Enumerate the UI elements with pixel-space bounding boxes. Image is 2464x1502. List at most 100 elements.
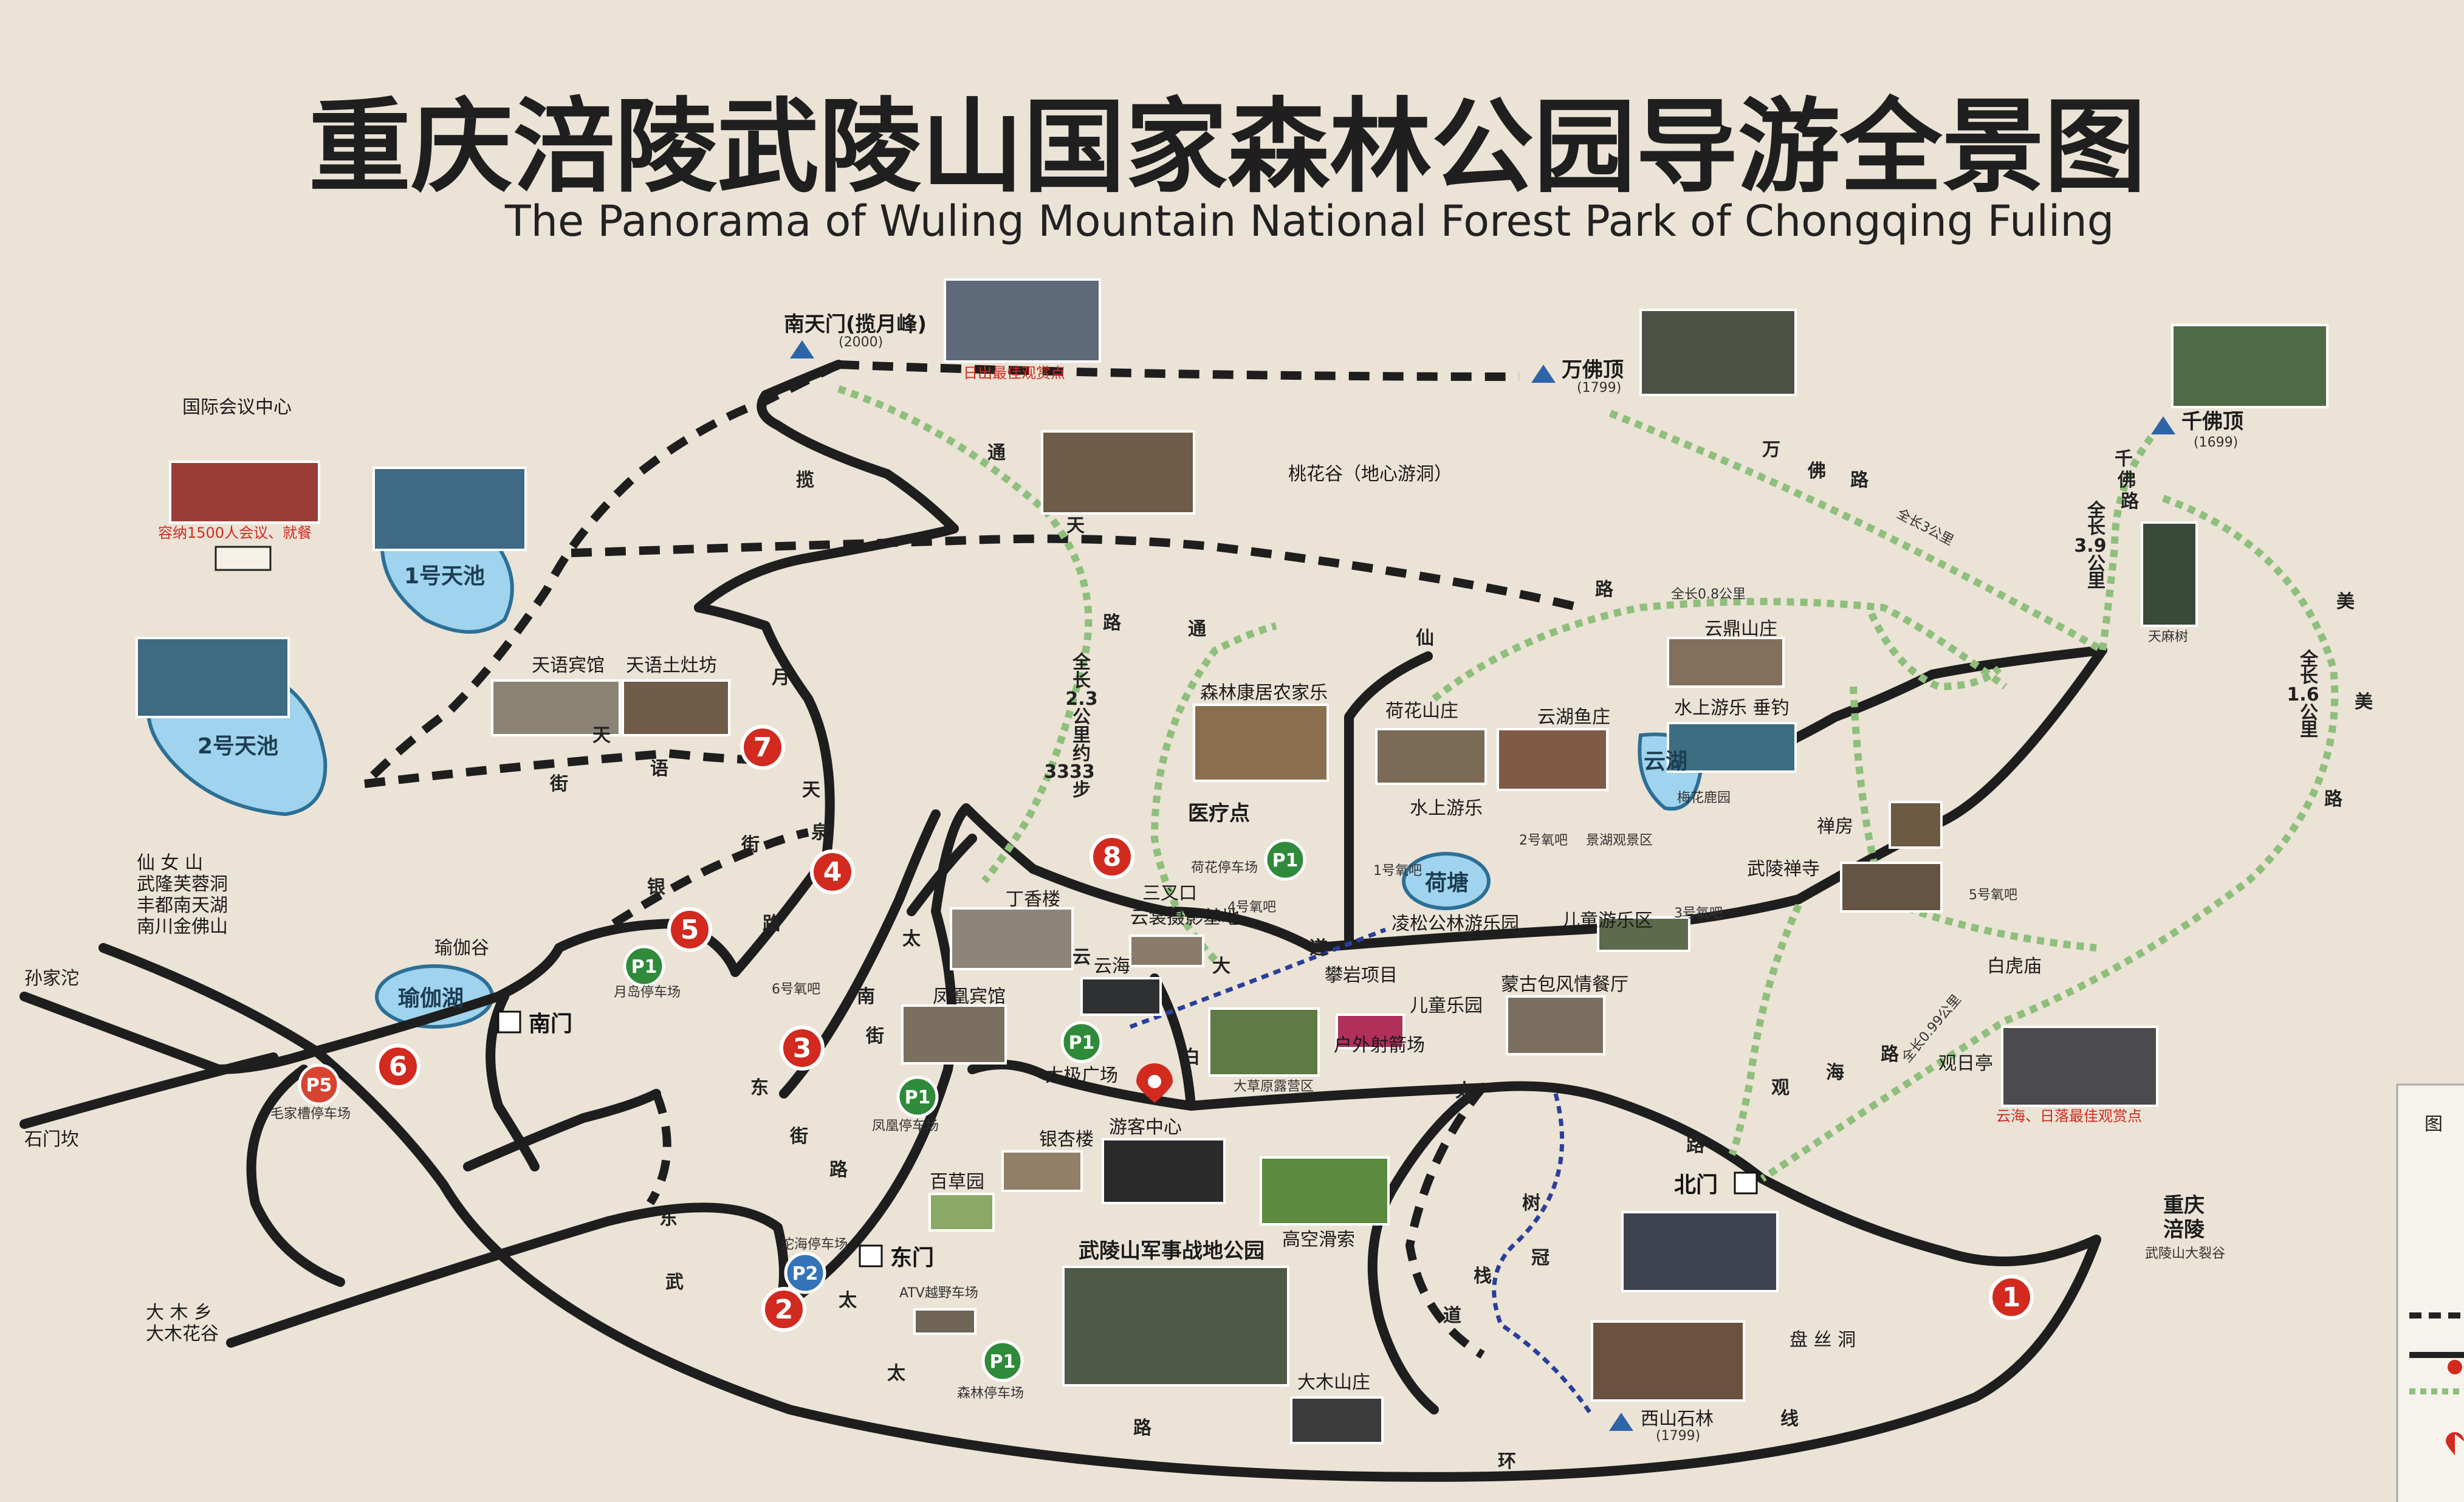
road-label-char: 海 [1826,1062,1844,1083]
map-subtitle: The Panorama of Wuling Mountain National… [504,196,2114,246]
label-panyan: 攀岩项目 [1325,965,1398,986]
photo-damu-shanzhuang [1290,1396,1384,1444]
label-oxygen-6: 6号氧吧 [772,982,820,997]
road-labels: 揽月天泉街通天路全长2.3公里约3333步通仙路万佛路千佛路全长3.9公里美美路… [549,439,2373,1472]
parking-icon-label: P1 [631,956,657,978]
photo-yunhai [1080,977,1162,1016]
label-guanri: 观日亭 [1938,1053,1993,1074]
road-label-char: 街 [549,773,568,795]
trail-yunding [1868,612,2002,691]
photo-meihua [1597,916,1690,952]
route-number-label: 7 [753,732,772,763]
parking-icon [1264,838,1306,881]
road-label-char: 路 [1686,1135,1705,1156]
road-label-char: 道 [1443,1305,1461,1326]
road-label-char: 树 [1522,1193,1540,1214]
road-label-char: 东 [750,1077,769,1099]
label-p-tuohai: 沱海停车场 [781,1237,848,1252]
road-label-char: 白 [1182,1047,1200,1068]
road-label-char: 佛 [1807,461,1826,482]
gate-south: 南门 [529,1012,572,1037]
route-number-label: 3 [793,1033,812,1064]
road-label-char: 路 [829,1159,848,1181]
dashed-road-yin [611,828,809,927]
parking-icon [623,945,665,987]
road-label-char: 步 [1072,780,1091,801]
route-number-marker [810,849,855,894]
road-south-gate [486,992,540,1171]
road-label-char: 泉 [811,822,829,843]
road-label-char: 通 [987,442,1006,464]
label-xishan: 西山石林 [1641,1408,1714,1430]
photo-qianfoding [2171,324,2328,408]
route-number-marker [761,1287,806,1332]
label-conference: 国际会议中心 [182,397,292,418]
photo-north-gate [1621,1211,1779,1292]
road-label-char: 全 [1072,652,1091,673]
road-label-char: 里 [2087,571,2105,592]
trail-wanfo [1608,410,2104,654]
parking-icon [981,1340,1024,1382]
label-senlin-resort: 森林康居农家乐 [1200,682,1328,704]
label-fenghuang-hotel: 凤凰宾馆 [933,986,1006,1007]
road-nantianmen [694,360,959,612]
photo-tianma [2141,521,2198,627]
parking-icon [1060,1021,1103,1063]
conference-logo [214,546,272,571]
photo-tongtian-path [1041,430,1195,515]
label-ertong-youle: 儿童游乐区 [1562,910,1653,931]
mountain-icon-wanfoding [1531,365,1556,383]
route-number-label: 8 [1103,842,1122,873]
label-mengu: 蒙古包风情餐厅 [1501,974,1628,995]
label-sanchakou: 三叉口 [1142,883,1197,904]
label-shuishang-chuidiao: 水上游乐 垂钓 [1674,698,1790,719]
road-label-char: 线 [1780,1408,1799,1430]
photo-tianchi-1 [372,467,527,551]
road-label-char: 太 [902,928,921,950]
label-p-senlin: 森林停车场 [957,1386,1024,1401]
road-label-char: 语 [650,758,668,780]
label-damuhuagu: 大木花谷 [146,1323,219,1345]
label-visitor-center: 游客中心 [1109,1117,1182,1138]
photo-tianchi-2 [136,637,290,718]
photo-yinxing [1001,1150,1083,1192]
route-number-label: 6 [389,1051,408,1082]
label-lingsong: 凌松公林游乐园 [1392,913,1519,934]
label-nantianmen-note: 日出最佳观赏点 [963,365,1065,382]
road-label-char: 2.3 [1065,688,1097,710]
trail-qianfo [2099,435,2154,651]
label-jinghu: 景湖观景区 [1586,833,1653,848]
photo-hehua-shanzhuang [1375,728,1487,785]
road-label-char: 天 [592,725,611,746]
label-chanfang: 禅房 [1817,816,1853,837]
road-damu [226,1202,789,1348]
label-qianfoding: 千佛顶 [2181,410,2243,434]
road-label-char: 东 [659,1208,678,1229]
photo-yunhu-yuzhuang [1497,728,1608,791]
road-label-char: 太 [1455,1080,1474,1102]
path-shuguan-blue [1492,1093,1594,1417]
photo-wanfoding [1639,309,1797,396]
road-label-char: 万 [1762,439,1780,461]
photo-yunshang [1129,934,1204,967]
route-number-marker [1989,1275,2034,1320]
trail-tongxian [1432,598,2008,702]
parking-icon-label: P1 [905,1087,931,1108]
label-atv: ATV越野车场 [899,1286,978,1301]
label-tianchi-1: 1号天池 [404,564,485,589]
route-number-label: 2 [775,1294,794,1325]
label-tianma: 天麻树 [2148,629,2188,645]
road-shimenkan [19,1052,278,1129]
label-fengdu: 丰都南天湖 [137,895,228,916]
road-label-char: 路 [1595,579,1614,600]
photo-dacaoyuan [1208,1007,1320,1077]
gate-north: 北门 [1674,1173,1718,1198]
parking-icon [298,1063,340,1106]
parking-icon-label: P1 [990,1351,1016,1373]
dashed-road-tianyu [364,749,754,788]
road-label-char: 全 [2087,500,2106,521]
road-label-char: 仙 [1416,628,1434,649]
road-label-char: 全 [2299,649,2319,670]
map-title: 重庆涪陵武陵山国家森林公园导游全景图 [309,86,2146,207]
